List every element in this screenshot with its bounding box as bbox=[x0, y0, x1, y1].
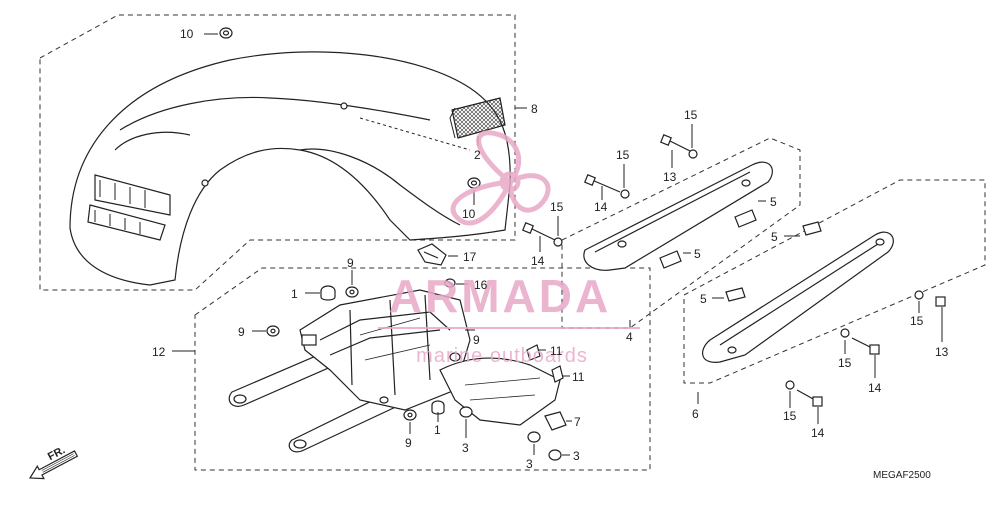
callout-3-b: 3 bbox=[526, 457, 533, 471]
washer-15-d bbox=[914, 290, 924, 300]
fender-nut-top bbox=[219, 27, 233, 39]
bolt-16 bbox=[444, 278, 456, 288]
grommet-1-upper bbox=[320, 285, 336, 301]
callout-2: 2 bbox=[474, 148, 481, 162]
rubber-5-b bbox=[659, 250, 682, 269]
watermark-tagline: marine outboards bbox=[416, 345, 588, 367]
bolt-14-b bbox=[522, 222, 556, 241]
callout-1-upper: 1 bbox=[291, 287, 298, 301]
front-direction-arrow: FR. bbox=[28, 444, 79, 480]
callout-14-d: 14 bbox=[811, 426, 825, 440]
nut-9-a bbox=[345, 286, 359, 298]
bolt-14-a bbox=[584, 174, 621, 193]
callout-14-c: 14 bbox=[868, 381, 882, 395]
washer-15-c bbox=[688, 149, 698, 159]
callout-12: 12 bbox=[152, 345, 166, 359]
callout-11-a: 11 bbox=[550, 344, 563, 358]
callout-13-a: 13 bbox=[663, 170, 677, 184]
watermark: ARMADA marine outboards bbox=[378, 130, 640, 367]
callout-17: 17 bbox=[463, 250, 477, 264]
rubber-5-c bbox=[802, 221, 822, 236]
chain-guard bbox=[702, 231, 894, 363]
callout-7: 7 bbox=[574, 415, 581, 429]
callout-11-b: 11 bbox=[572, 370, 585, 384]
bolt-14-c bbox=[851, 337, 880, 355]
nut-9-c bbox=[403, 409, 417, 421]
callout-4: 4 bbox=[626, 330, 633, 344]
washer-15-f bbox=[785, 380, 795, 390]
cushion-3-a bbox=[459, 406, 473, 418]
cushion-3-b bbox=[527, 431, 541, 443]
watermark-logo bbox=[450, 130, 551, 226]
rubber-5-a bbox=[734, 209, 757, 228]
fender-group-outline bbox=[39, 14, 516, 291]
diagram-code: MEGAF2500 bbox=[873, 470, 931, 481]
rear-fender bbox=[69, 51, 511, 286]
callout-5-c: 5 bbox=[771, 230, 778, 244]
callout-3-c: 3 bbox=[573, 449, 580, 463]
callout-3-a: 3 bbox=[462, 441, 469, 455]
chain-guard-outline bbox=[683, 179, 986, 384]
washer-15-e bbox=[840, 328, 850, 338]
callout-1-lower: 1 bbox=[434, 423, 441, 437]
callout-14-a: 14 bbox=[594, 200, 608, 214]
callout-15-a: 15 bbox=[684, 108, 698, 122]
callout-14-b: 14 bbox=[531, 254, 545, 268]
rear-frame bbox=[228, 289, 561, 453]
callout-8: 8 bbox=[531, 102, 538, 116]
leader-lines bbox=[172, 33, 943, 456]
callout-10-lower: 10 bbox=[462, 207, 476, 221]
collar-7 bbox=[544, 411, 567, 431]
callout-16: 16 bbox=[474, 278, 488, 292]
callout-9-b: 9 bbox=[238, 325, 245, 339]
clip-11-a bbox=[526, 344, 541, 361]
cushion-3-c bbox=[548, 449, 562, 461]
frame-group-outline bbox=[194, 267, 651, 471]
callout-15-c: 15 bbox=[550, 200, 564, 214]
callout-15-d: 15 bbox=[910, 314, 924, 328]
callout-13-b: 13 bbox=[935, 345, 949, 359]
callout-6: 6 bbox=[692, 407, 699, 421]
callout-15-f: 15 bbox=[783, 409, 797, 423]
callout-5-b: 5 bbox=[694, 247, 701, 261]
callout-10-top: 10 bbox=[180, 27, 194, 41]
nut-9-b bbox=[266, 325, 280, 337]
bolt-14-d bbox=[796, 389, 823, 407]
watermark-brand: ARMADA bbox=[389, 270, 611, 322]
callout-labels: 10 8 2 10 17 16 9 1 9 12 9 9 1 3 3 3 7 1… bbox=[152, 27, 949, 471]
callout-9-c: 9 bbox=[405, 436, 412, 450]
rubber-5-d bbox=[725, 287, 746, 302]
clip-11-b bbox=[551, 365, 564, 383]
bracket-17 bbox=[417, 243, 447, 266]
bolt-13-a bbox=[660, 134, 693, 153]
washer-15-b bbox=[553, 237, 563, 247]
callout-5-d: 5 bbox=[700, 292, 707, 306]
reflector bbox=[449, 97, 506, 139]
washer-15-a bbox=[620, 189, 630, 199]
callout-9-d: 9 bbox=[473, 333, 480, 347]
bolt-13-b bbox=[935, 296, 946, 307]
callout-9-a: 9 bbox=[347, 256, 354, 270]
chain-case bbox=[583, 161, 773, 271]
callout-15-e: 15 bbox=[838, 356, 852, 370]
callout-15-b: 15 bbox=[616, 148, 630, 162]
callout-5-a: 5 bbox=[770, 195, 777, 209]
